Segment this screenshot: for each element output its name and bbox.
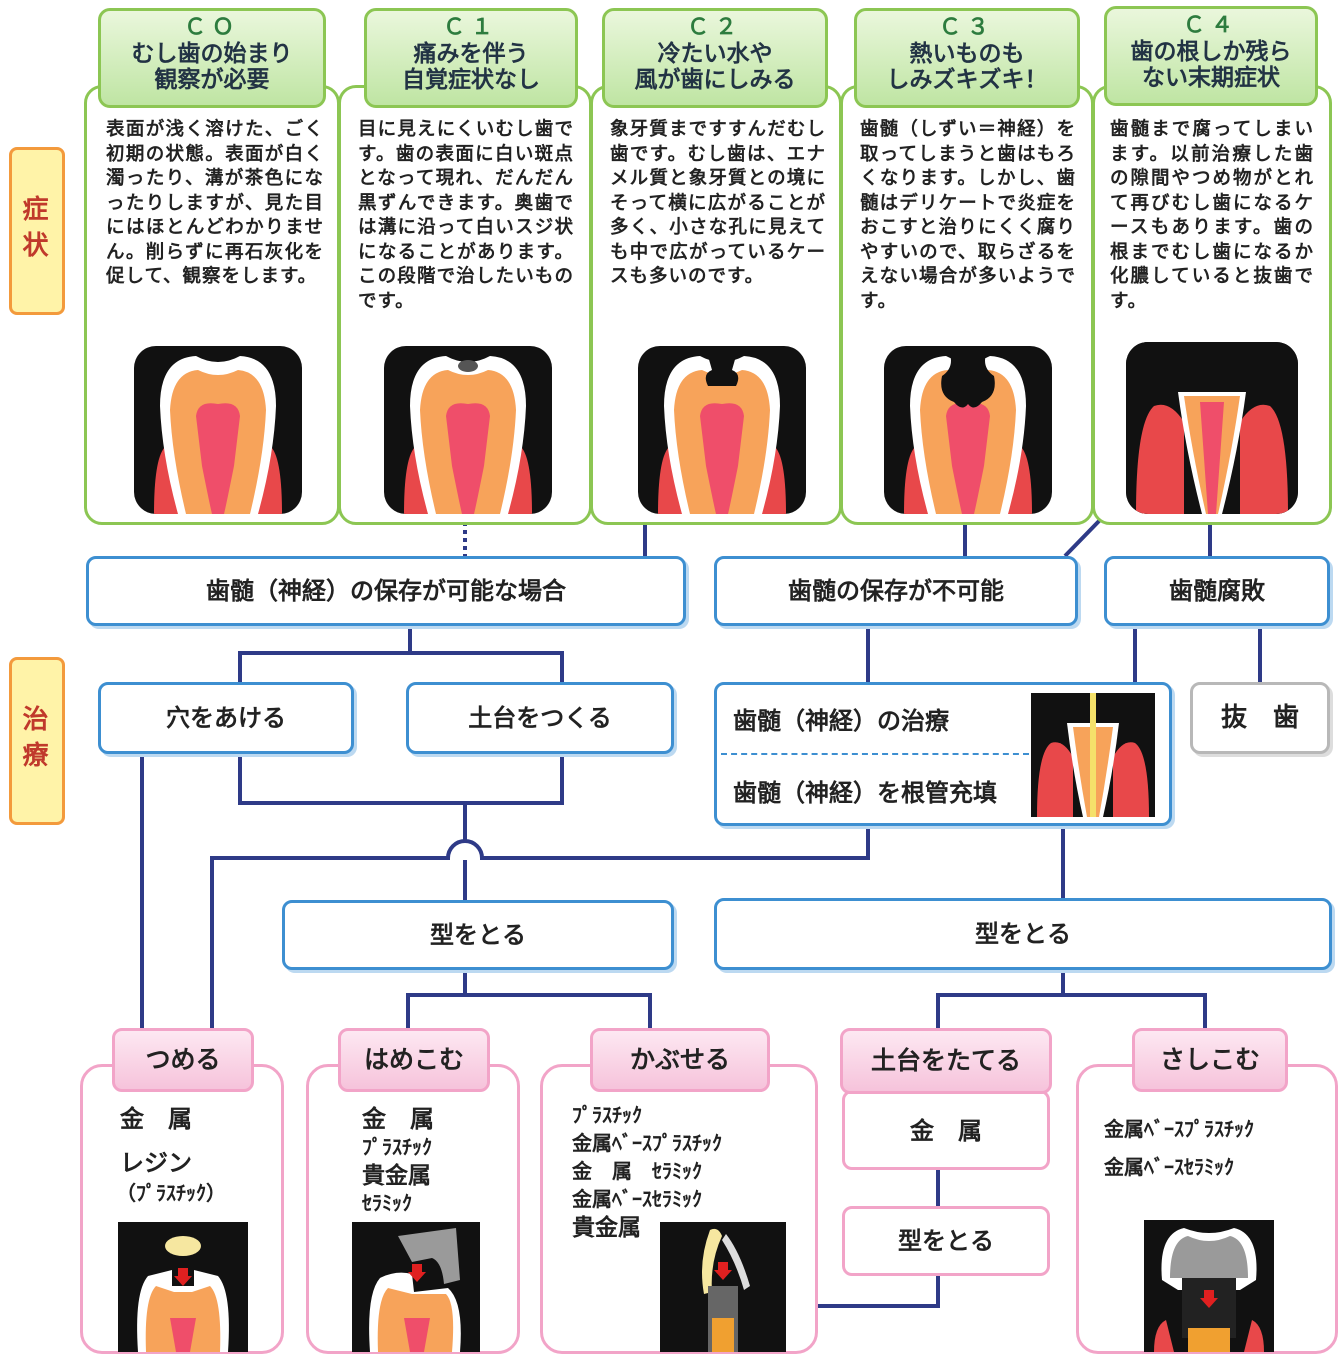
- tooth-c4-image: [1126, 342, 1298, 514]
- stage-c3-tab: Ｃ３ 熱いものも しみズキズキ！: [854, 8, 1080, 108]
- stage-co-tab: ＣＯ むし歯の始まり 観察が必要: [98, 8, 326, 108]
- stage-co-desc: 表面が浅く溶けた、ごく初期の状態。表面が白く濁ったり、溝が茶色になったりしますが…: [106, 119, 324, 287]
- final-crown-material-1: ﾌﾟﾗｽﾁｯｸ: [572, 1103, 642, 1127]
- final-post-impression: 型をとる: [842, 1206, 1050, 1276]
- connector-to-drill: [238, 626, 412, 682]
- stage-c3-code: Ｃ３: [938, 15, 995, 40]
- final-inlay-material-4: ｾﾗﾐｯｸ: [362, 1191, 412, 1215]
- connector-impression-crown: [810, 1276, 940, 1308]
- final-crown-label: かぶせる: [590, 1028, 770, 1092]
- stage-c4-tab: Ｃ４ 歯の根しか残ら ない末期症状: [1104, 6, 1318, 106]
- tooth-c3-image: [884, 346, 1052, 514]
- condition-rotten: 歯髄腐敗: [1104, 556, 1330, 626]
- crown-image: [660, 1222, 786, 1352]
- connector-to-post: [936, 970, 1065, 1028]
- stage-c2-title: 冷たい水や 風が歯にしみる: [634, 41, 796, 93]
- connector-to-crown: [465, 993, 652, 1028]
- final-post-label: 土台をたてる: [840, 1028, 1052, 1094]
- stage-c1-title: 痛みを伴う 自覚症状なし: [402, 41, 540, 93]
- tooth-c2-image: [638, 346, 806, 514]
- step-extraction: 抜 歯: [1190, 682, 1330, 754]
- final-inlay-material-1: 金 属: [362, 1105, 434, 1133]
- step-drill: 穴をあける: [98, 682, 354, 754]
- step-impression-left: 型をとる: [282, 900, 674, 970]
- root-canal-image: [1031, 693, 1155, 817]
- treatment-side-label: 治療: [9, 657, 65, 825]
- final-inlay-label: はめこむ: [338, 1028, 490, 1092]
- final-crown-material-3: 金 属 ｾﾗﾐｯｸ: [572, 1159, 702, 1183]
- final-insert-material-1: 金属ﾍﾞｰｽﾌﾟﾗｽﾁｯｸ: [1104, 1117, 1254, 1141]
- stage-c4-desc: 歯髄まで腐ってしまいます。以前治療した歯の隙間やつめ物がとれて再びむし歯になるケ…: [1110, 119, 1314, 312]
- final-fill-material-1: 金 属: [120, 1105, 192, 1133]
- final-post-material-1: 金 属: [842, 1090, 1050, 1170]
- final-insert-material-2: 金属ﾍﾞｰｽｾﾗﾐｯｸ: [1104, 1155, 1234, 1179]
- condition-not-preservable: 歯髄の保存が不可能: [714, 556, 1078, 626]
- step-root-fill: 歯髄（神経）を根管充填: [733, 779, 997, 807]
- final-inlay-material-3: 貴金属: [362, 1163, 431, 1189]
- stage-c1-desc: 目に見えにくいむし歯です。歯の表面に白い斑点となって現れ、だんだん黒ずんできます…: [358, 119, 574, 312]
- stage-co-code: ＣＯ: [183, 15, 240, 40]
- step-pulp-box: 歯髄（神経）の治療 歯髄（神経）を根管充填: [714, 682, 1172, 826]
- final-fill-material-2: レジン: [120, 1149, 192, 1177]
- connector-to-inlay: [406, 970, 467, 1028]
- step-impression-right: 型をとる: [714, 898, 1332, 970]
- filling-image: [118, 1222, 248, 1352]
- stage-c2-tab: Ｃ２ 冷たい水や 風が歯にしみる: [602, 8, 828, 108]
- stage-c2-code: Ｃ２: [686, 15, 743, 40]
- connector-to-base: [410, 651, 564, 682]
- stage-c4-title: 歯の根しか残ら ない末期症状: [1130, 39, 1292, 91]
- final-crown-material-2: 金属ﾍﾞｰｽﾌﾟﾗｽﾁｯｸ: [572, 1131, 722, 1155]
- symptoms-side-label: 症状: [9, 147, 65, 315]
- final-crown-material-4: 金属ﾍﾞｰｽｾﾗﾐｯｸ: [572, 1187, 702, 1211]
- step-base: 土台をつくる: [406, 682, 674, 754]
- insert-image: [1144, 1220, 1274, 1352]
- stage-c4-code: Ｃ４: [1182, 13, 1239, 38]
- stage-co-title: むし歯の始まり 観察が必要: [131, 41, 293, 93]
- stage-c2-desc: 象牙質まですすんだむし歯です。むし歯は、エナメル質と象牙質との境にそって横に広が…: [610, 119, 826, 287]
- tooth-c1-image: [384, 346, 552, 514]
- final-fill-label: つめる: [112, 1028, 254, 1092]
- condition-preservable: 歯髄（神経）の保存が可能な場合: [86, 556, 686, 626]
- final-insert-label: さしこむ: [1132, 1028, 1288, 1092]
- stage-c1-code: Ｃ１: [442, 15, 499, 40]
- connector-bracket: [238, 754, 564, 805]
- stage-c3-title: 熱いものも しみズキズキ！: [886, 41, 1048, 93]
- step-pulp-treatment: 歯髄（神経）の治療: [733, 707, 949, 735]
- final-inlay-material-2: ﾌﾟﾗｽﾁｯｸ: [362, 1135, 432, 1159]
- connector-to-insert: [1063, 993, 1207, 1028]
- inlay-image: [352, 1222, 480, 1352]
- final-fill-material-3: （ﾌﾟﾗｽﾁｯｸ）: [116, 1181, 226, 1205]
- stage-c1-tab: Ｃ１ 痛みを伴う 自覚症状なし: [364, 8, 578, 108]
- stage-c3-desc: 歯髄（しずい＝神経）を取ってしまうと歯はもろくなります。しかし、歯髄はデリケート…: [860, 119, 1076, 312]
- connector-pulp-to-fill: [210, 826, 870, 1028]
- step-divider: [721, 753, 1029, 755]
- connector-c3-c4: [1063, 518, 1102, 558]
- final-crown-material-5: 貴金属: [572, 1215, 641, 1241]
- tooth-co-image: [134, 346, 302, 514]
